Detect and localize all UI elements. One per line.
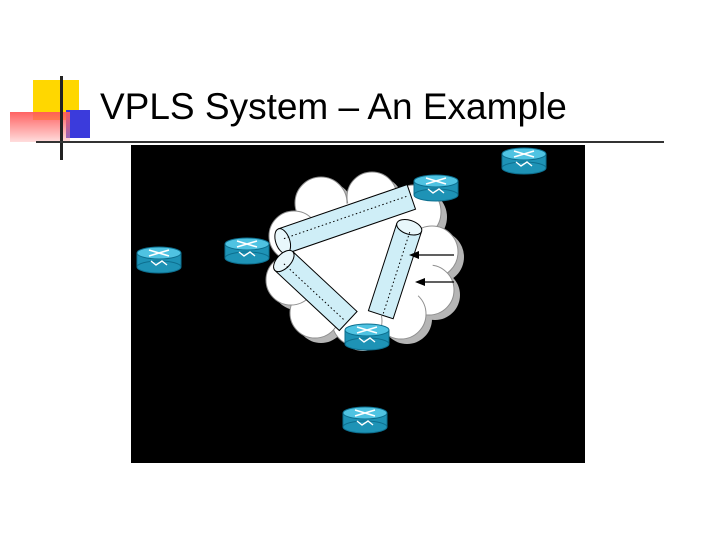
decor-vertical-line [60,76,63,160]
router-icon [136,246,182,274]
vpls-diagram [131,145,585,463]
pseudowire-tunnel-left [273,249,358,332]
pseudowire-tunnel-right [367,218,423,320]
router-icon [344,323,390,351]
router-icon [413,174,459,202]
router-icon [224,237,270,265]
title-underline [36,141,664,143]
pseudowire-tunnel-top [274,183,417,255]
pointer-arrow-lower [415,278,454,286]
router-icon [342,406,388,434]
pointer-arrow-upper [409,251,454,259]
slide-title: VPLS System – An Example [100,86,567,127]
router-icon [501,147,547,175]
decor-blue-square [66,110,90,138]
